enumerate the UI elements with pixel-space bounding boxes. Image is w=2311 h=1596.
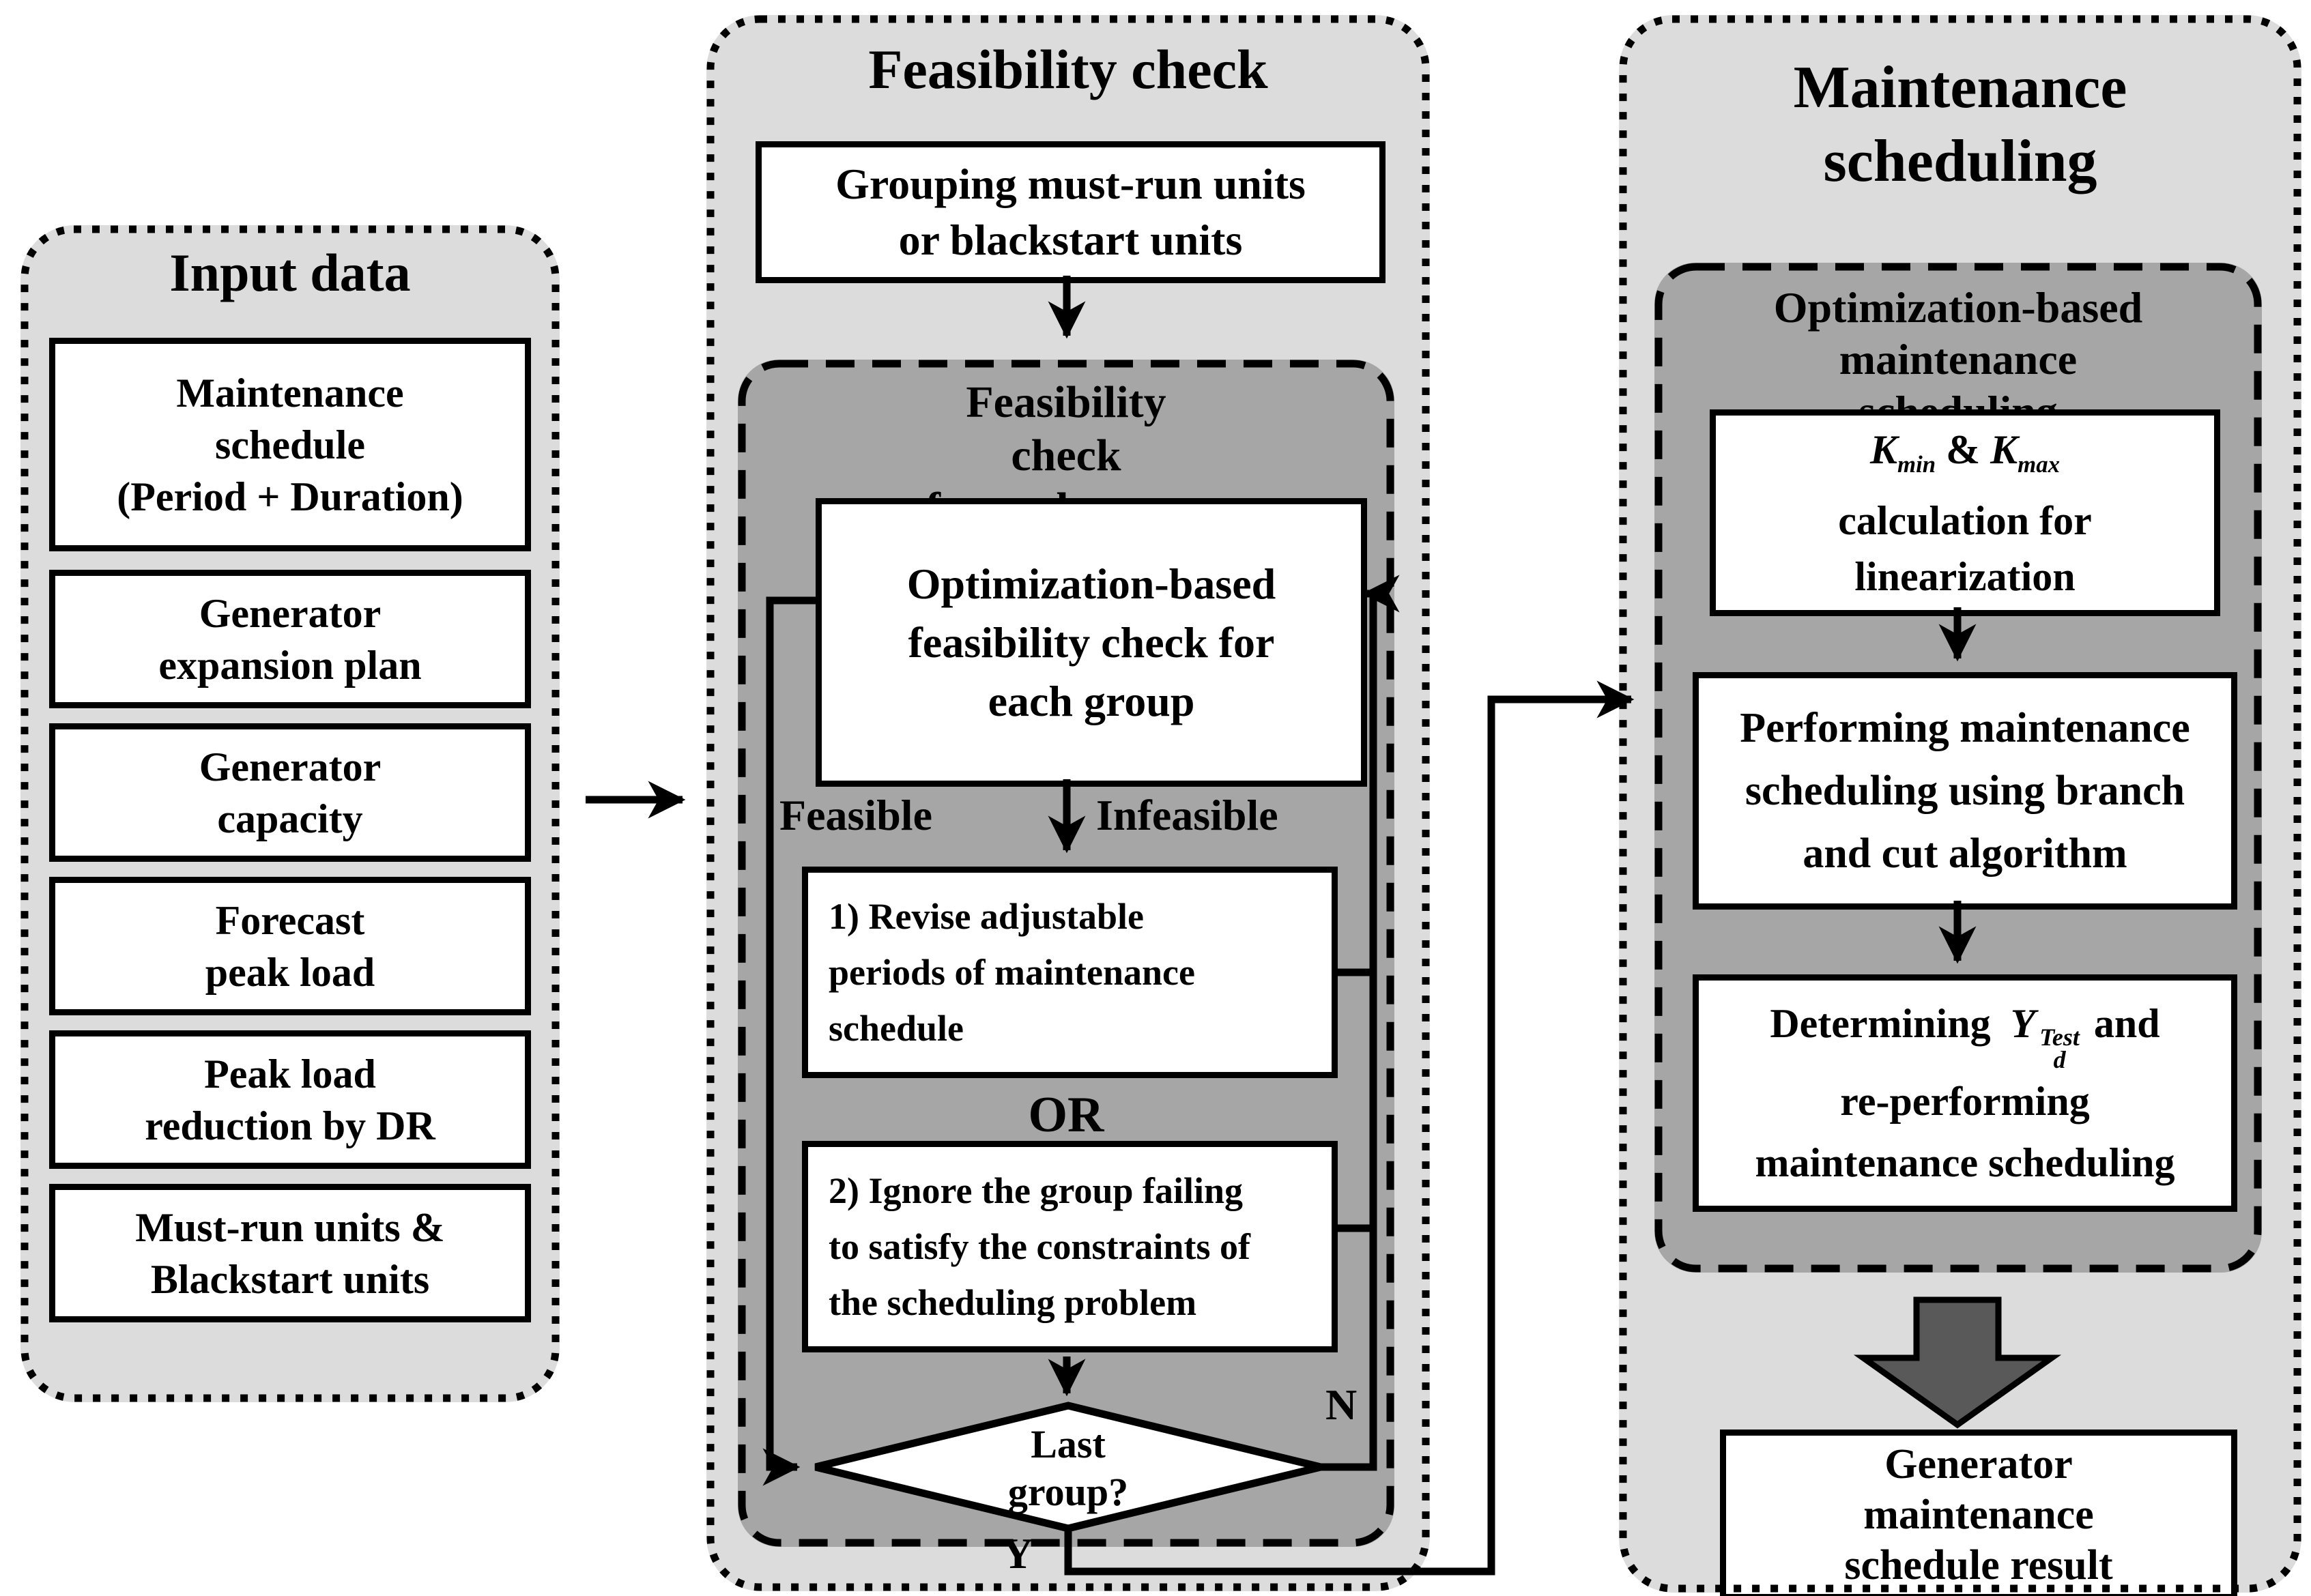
scheduling-title-line1: Maintenance [1793,55,2127,121]
peak-load-reduction-box: Peak load reduction by DR [49,1030,531,1169]
maintenance-schedule-box: Maintenance schedule (Period + Duration) [49,338,531,551]
box-line: or blackstart units [898,216,1243,264]
box-line: feasibility check for [908,618,1275,667]
box-line: (Period + Duration) [117,474,463,519]
box-line: schedule [214,422,366,467]
box-line: 1) Revise adjustable [829,896,1144,937]
last-group-diamond-label: Last group? [932,1421,1205,1516]
box-line: Maintenance [176,370,404,416]
revise-box: 1) Revise adjustable periods of maintena… [802,867,1338,1078]
box-line: Generator [199,744,382,789]
box-line: 2) Ignore the group failing [829,1170,1244,1211]
box-line: re-performing [1840,1079,2090,1125]
box-line: peak load [205,949,375,995]
box-line: periods of maintenance [829,952,1195,993]
determining-suffix: and [2093,1000,2160,1046]
box-line: maintenance [1863,1492,2094,1538]
k-var: K [1869,426,1898,472]
box-line: maintenance scheduling [1755,1140,2175,1186]
box-line: Grouping must-run units [835,160,1306,208]
yes-branch-label: Y [1002,1529,1034,1578]
kminmax-formula: Kmin & Kmax [1870,422,2060,493]
diamond-line: group? [1007,1470,1129,1514]
box-line: reduction by DR [145,1103,435,1148]
k-var: K [1990,426,2018,472]
kmin-kmax-box: Kmin & Kmax calculation for linearizatio… [1710,409,2220,616]
box-line: schedule result [1844,1542,2113,1588]
box-line: calculation for [1838,497,2092,543]
box-line: Must-run units & [135,1204,445,1250]
or-label: OR [1028,1087,1104,1143]
ignore-box: 2) Ignore the group failing to satisfy t… [802,1141,1338,1352]
y-subscript: d [2053,1045,2066,1073]
box-line: Forecast [215,897,365,943]
box-line: to satisfy the constraints of [829,1226,1250,1267]
diamond-line: Last [1031,1422,1106,1466]
feasibility-inner-title-line1: Feasibility [966,377,1166,427]
input-panel-title: Input data [169,243,411,302]
box-line: Blackstart units [150,1256,430,1302]
box-line: scheduling using branch [1745,768,2185,814]
y-var: Y [2010,1000,2036,1046]
ampersand: & [1936,426,1991,472]
infeasible-label: Infeasible [1096,791,1278,839]
k-sub-max: max [2018,450,2060,478]
box-line: Performing maintenance [1740,705,2190,751]
generator-expansion-box: Generator expansion plan [49,570,531,708]
scheduling-panel-title: Maintenance scheduling [1619,51,2301,199]
feasibility-inner-title-line2: check [1011,431,1121,480]
result-box: Generator maintenance schedule result [1720,1430,2237,1596]
box-line: schedule [829,1008,964,1049]
feasibility-panel-title: Feasibility check [868,38,1268,100]
scheduling-inner-title-line2: maintenance [1839,335,2078,383]
scheduling-inner-title-line1: Optimization-based [1773,283,2143,332]
generator-capacity-box: Generator capacity [49,723,531,862]
grouping-box: Grouping must-run units or blackstart un… [756,141,1386,283]
forecast-peak-load-box: Forecast peak load [49,877,531,1015]
box-line: linearization [1854,553,2076,599]
box-line: expansion plan [158,642,422,688]
box-line: Peak load [204,1051,376,1097]
box-line: Optimization-based [906,559,1276,608]
box-line: the scheduling problem [829,1282,1197,1323]
box-line: Generator [199,590,382,636]
box-line: each group [988,676,1195,725]
y-superscript: Test [2039,1024,2080,1051]
box-line: Generator [1884,1441,2073,1488]
box-line: and cut algorithm [1803,830,2127,877]
k-sub-min: min [1897,450,1936,478]
feasible-label: Feasible [779,791,932,839]
no-branch-label: N [1325,1380,1358,1429]
must-run-units-box: Must-run units & Blackstart units [49,1184,531,1322]
performing-scheduling-box: Performing maintenance scheduling using … [1693,672,2237,910]
scheduling-title-line2: scheduling [1823,128,2097,194]
box-line: capacity [217,796,363,841]
optimization-feasibility-check-box: Optimization-based feasibility check for… [816,498,1367,787]
determining-prefix: Determining [1770,1000,1991,1046]
